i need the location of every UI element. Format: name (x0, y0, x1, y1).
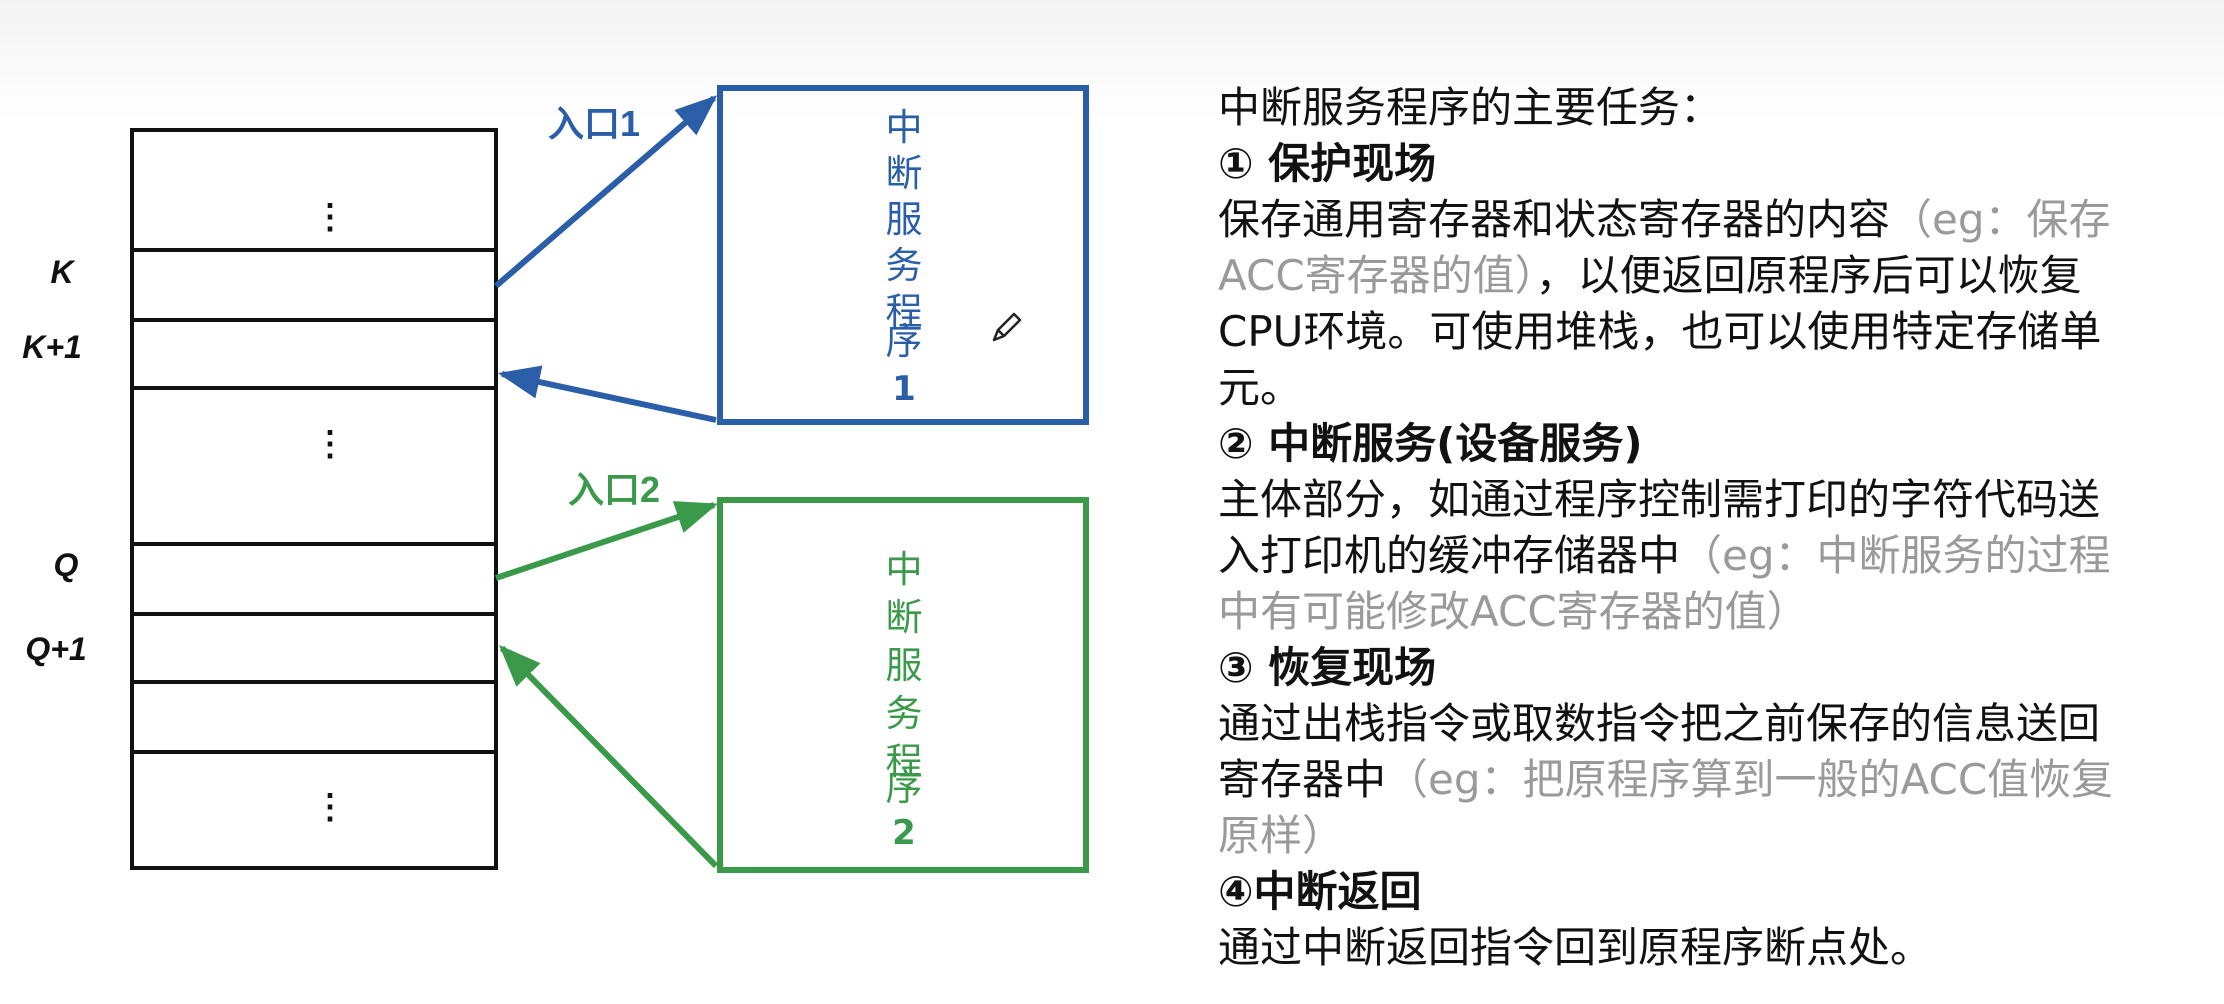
step-text: 元。 (1218, 363, 1303, 412)
routine1-title-char: 断 (886, 152, 923, 195)
step-note: ACC寄存器的值） (1218, 251, 1536, 300)
step-note: （eg：把原程序算到一般的ACC值恢复 (1386, 755, 2114, 804)
step-text: 入打印机的缓冲存储器中（eg：中断服务的过程 (1218, 528, 2178, 584)
routine2-title-char: 务 (886, 692, 923, 735)
step-text: 寄存器中（eg：把原程序算到一般的ACC值恢复 (1218, 752, 2178, 808)
memory-stack (130, 128, 498, 870)
routine1-title-char: 服 (886, 198, 923, 241)
step-text: CPU环境。可使用堆栈，也可以使用特定存储单 (1218, 307, 2102, 356)
step-note: 原样） (1218, 811, 1345, 860)
step-text: 通过中断返回指令回到原程序断点处。 (1218, 923, 1933, 972)
routine2-box (717, 497, 1089, 873)
step-note: （eg：保存 (1890, 195, 2111, 244)
routine2-title-char: 断 (886, 596, 923, 639)
step-note: （eg：中断服务的过程 (1680, 531, 2111, 580)
return2-arrow (499, 645, 719, 869)
routine2-number: 2 (892, 813, 916, 853)
return1-arrow (497, 365, 717, 423)
entry2-arrow (495, 501, 718, 581)
step-text: 通过出栈指令或取数指令把之前保存的信息送回 (1218, 699, 2101, 748)
tasks-panel: 中断服务程序的主要任务： ① 保护现场 保存通用寄存器和状态寄存器的内容（eg：… (1218, 80, 2178, 976)
pencil-cursor-icon (992, 312, 1022, 342)
step-title: ① 保护现场 (1218, 139, 1437, 188)
step-text: 保存通用寄存器和状态寄存器的内容（eg：保存 (1218, 192, 2178, 248)
memory-ellipsis-bottom: ⋮ (313, 788, 347, 826)
label-q: Q (54, 547, 79, 583)
step-text: 主体部分，如通过程序控制需打印的字符代码送 (1218, 475, 2101, 524)
entry2-label: 入口2 (568, 469, 660, 510)
step-text-line: 入打印机的缓冲存储器中 (1218, 531, 1681, 580)
memory-outline (130, 128, 498, 870)
memory-ellipsis-top: ⋮ (313, 198, 347, 236)
routine1-title-char: 序 (886, 320, 923, 363)
routine2-title-char: 序 (886, 766, 923, 809)
step-title: ③ 恢复现场 (1218, 643, 1437, 692)
routine2-title-char: 程 (886, 740, 923, 783)
step-text-line: 寄存器中 (1218, 755, 1387, 804)
routine1-number: 1 (892, 369, 916, 409)
step-title: ④中断返回 (1218, 867, 1422, 916)
routine1-title-char: 中 (886, 106, 923, 149)
memory-ellipsis-middle: ⋮ (313, 425, 347, 463)
routine2-title-char: 服 (886, 644, 923, 687)
entry1-label: 入口1 (548, 103, 640, 144)
step-note: 中有可能修改ACC寄存器的值） (1218, 587, 1809, 636)
panel-heading: 中断服务程序的主要任务： (1218, 83, 1723, 132)
label-q-plus-1: Q+1 (25, 631, 86, 667)
entry1-arrow (494, 95, 718, 289)
routine1-title-char: 程 (886, 290, 923, 333)
step-text-line: ，以便返回原程序后可以恢复 (1535, 251, 2082, 300)
label-k-plus-1: K+1 (22, 329, 82, 365)
step-text: ACC寄存器的值），以便返回原程序后可以恢复 (1218, 248, 2178, 304)
label-k: K (50, 254, 76, 290)
routine2-title-char: 中 (886, 548, 923, 591)
routine1-box (717, 85, 1089, 425)
step-text-line: 保存通用寄存器和状态寄存器的内容 (1218, 195, 1891, 244)
routine1-title-char: 务 (886, 244, 923, 287)
step-title: ② 中断服务(设备服务) (1218, 419, 1643, 468)
